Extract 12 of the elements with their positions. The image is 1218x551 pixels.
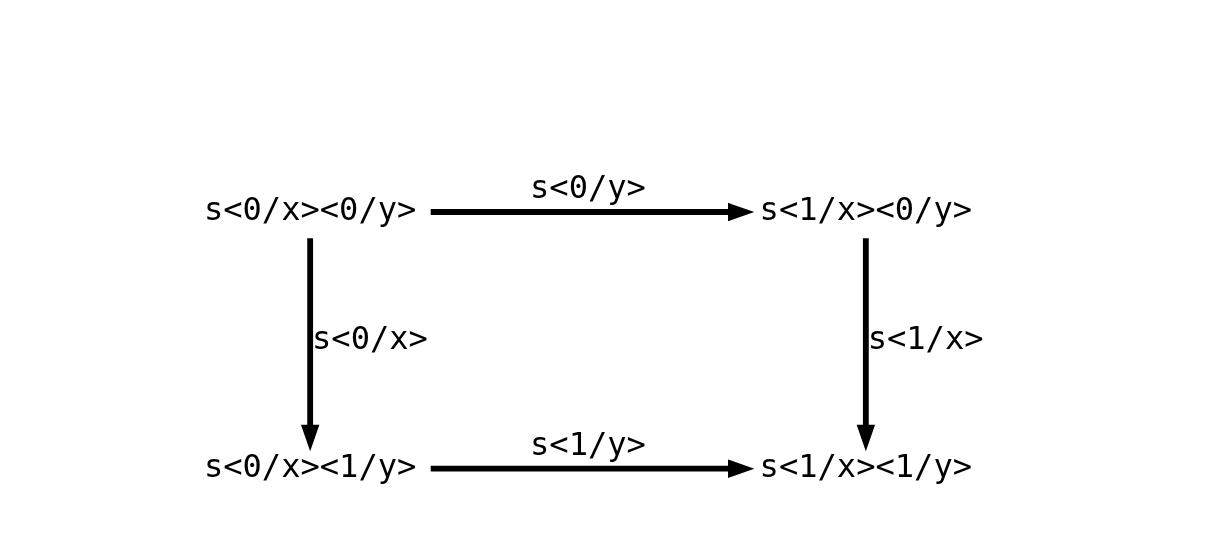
edge-label: s<0/x> [312, 318, 428, 357]
arrow [430, 459, 755, 478]
arrow [430, 202, 755, 222]
edge-label: s<1/y> [530, 424, 646, 463]
node-text: s<0/x><1/y> [203, 446, 417, 485]
edge-label: s<0/y> [530, 168, 646, 207]
node-text: s<0/x><0/y> [203, 190, 417, 229]
arrow [856, 238, 876, 452]
edge-label: s<1/x> [867, 318, 984, 357]
node-text: s<1/x><0/y> [759, 190, 973, 229]
arrow [300, 238, 320, 452]
node-text: s<1/x><1/y> [759, 446, 973, 485]
